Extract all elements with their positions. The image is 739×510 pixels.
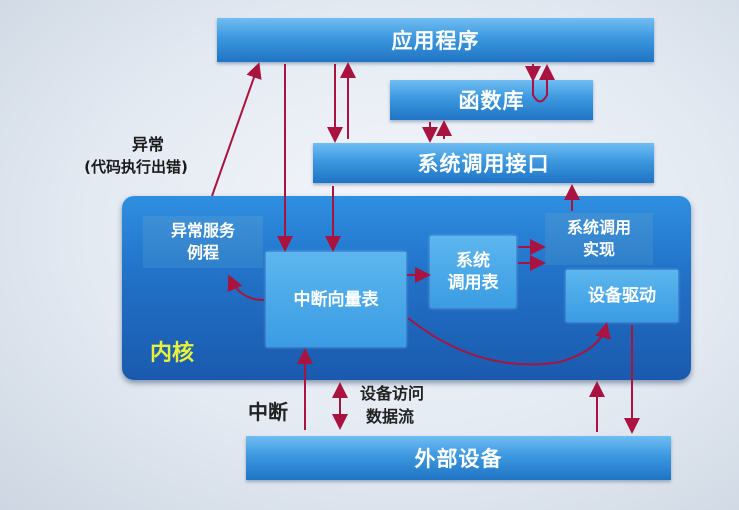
syscall-impl-box: 系统调用 实现 [545, 213, 653, 265]
arrow-library-loop [532, 64, 555, 103]
interrupt-vector-label: 中断向量表 [293, 289, 379, 310]
syscall-table-label: 系统 调用表 [447, 251, 499, 293]
data-flow-annotation: 数据流 [365, 407, 414, 426]
interrupt-annotation: 中断 [248, 400, 288, 424]
device-driver-box: 设备驱动 [566, 270, 678, 322]
device-access-annotation: 设备访问 [359, 384, 424, 403]
exception-service-label: 异常服务 例程 [170, 221, 235, 262]
application-label: 应用程序 [391, 29, 480, 53]
external-device-label: 外部设备 [414, 447, 503, 471]
syscall-interface-block: 系统调用接口 [313, 143, 654, 183]
arrow-vector-to-driver [407, 317, 611, 366]
library-block: 函数库 [390, 80, 593, 120]
library-label: 函数库 [458, 89, 525, 113]
interrupt-vector-box: 中断向量表 [266, 252, 406, 347]
syscall-interface-label: 系统调用接口 [417, 152, 550, 176]
kernel-label: 内核 [150, 341, 195, 366]
syscall-table-box: 系统 调用表 [430, 236, 516, 308]
device-driver-label: 设备驱动 [588, 286, 656, 306]
arrow-vector-to-exception [227, 274, 265, 301]
exception-title: 异常 [131, 135, 164, 154]
external-device-block: 外部设备 [246, 436, 671, 480]
application-block: 应用程序 [217, 18, 654, 62]
syscall-impl-label: 系统调用 实现 [566, 218, 631, 259]
exception-service-box: 异常服务 例程 [143, 216, 263, 268]
exception-detail: (代码执行出错) [84, 158, 188, 176]
arrow-exception-to-app [211, 62, 262, 197]
